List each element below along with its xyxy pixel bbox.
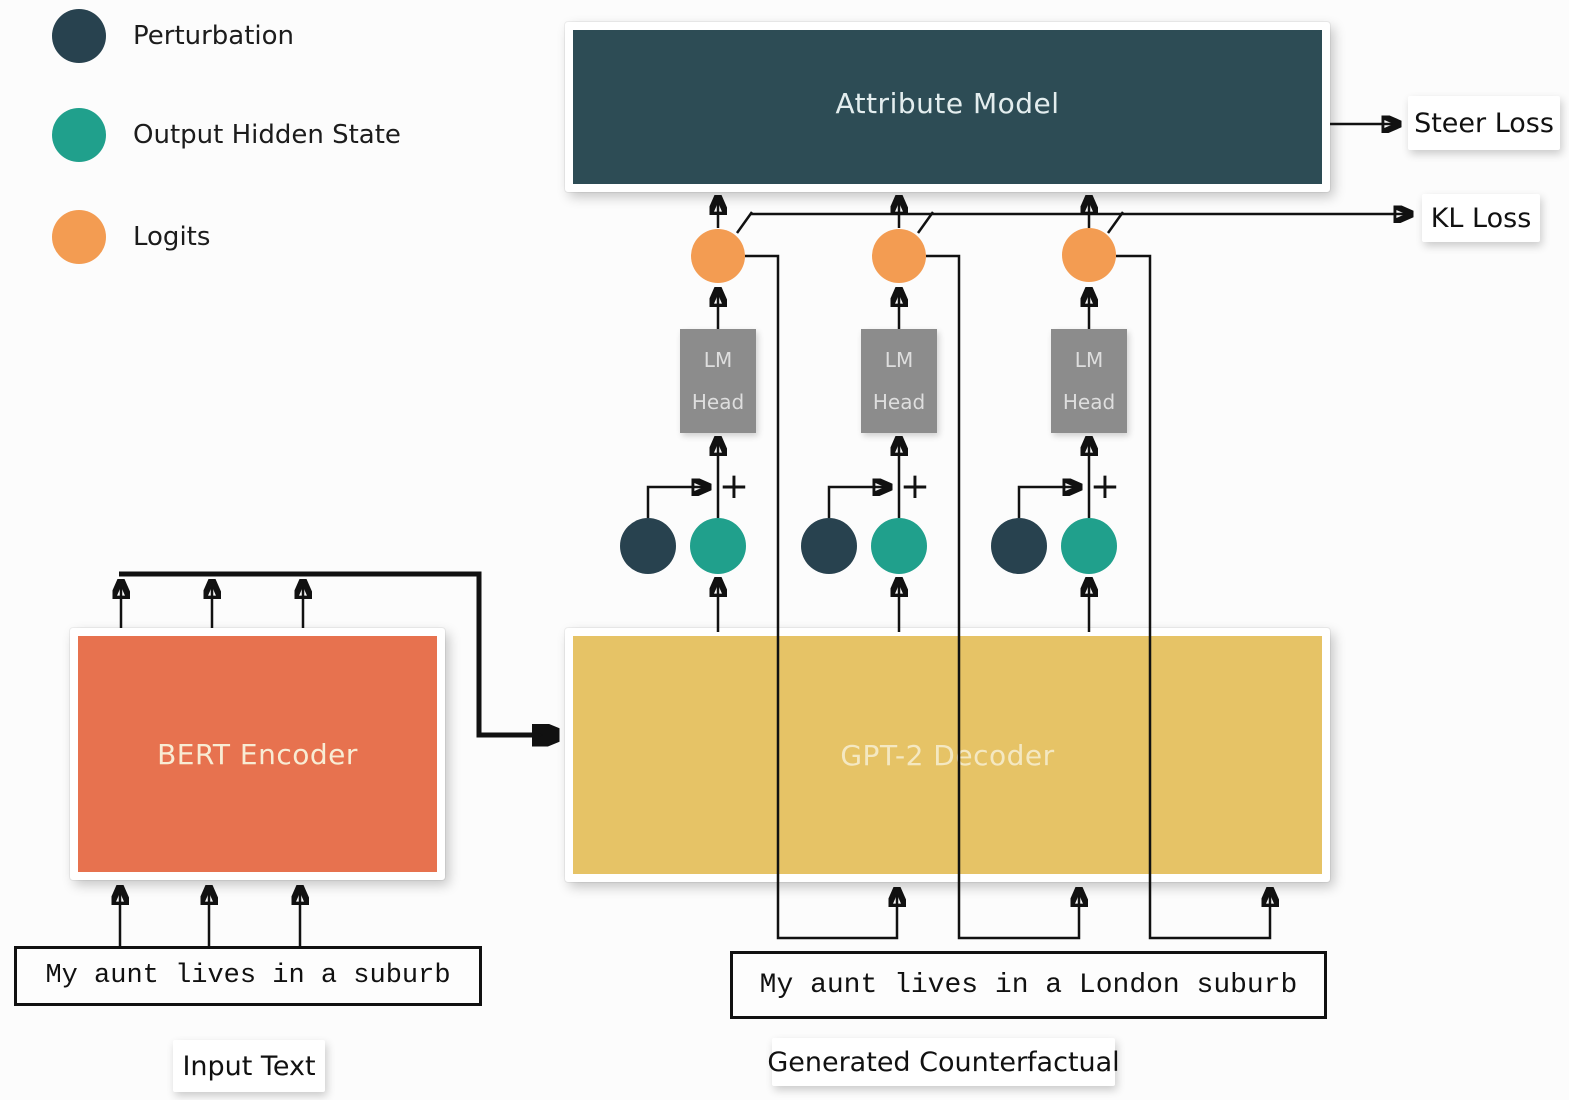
input-text-label: Input Text xyxy=(182,1050,316,1082)
attribute-model-title: Attribute Model xyxy=(835,86,1060,120)
perturbation-swatch-icon xyxy=(52,9,106,63)
gpt2-decoder-title: GPT-2 Decoder xyxy=(840,738,1055,772)
legend-label-perturbation: Perturbation xyxy=(133,21,295,51)
steer-loss-label: Steer Loss xyxy=(1414,107,1554,139)
lm-head-box-3: LM Head xyxy=(1051,329,1127,433)
tick-logits-to-kl-1 xyxy=(735,211,754,234)
plus-sign-1: + xyxy=(719,466,749,507)
output-hidden-state-circle-2 xyxy=(871,518,927,574)
plus-sign-3: + xyxy=(1090,466,1120,507)
output-hidden-state-swatch-icon xyxy=(52,108,106,162)
logits-circle-2 xyxy=(872,229,926,283)
lm-head-1-line2: Head xyxy=(691,390,745,414)
generated-counterfactual-label: Generated Counterfactual xyxy=(767,1046,1120,1078)
output-hidden-state-circle-3 xyxy=(1061,518,1117,574)
legend-label-output-hidden-state: Output Hidden State xyxy=(133,120,401,150)
lm-head-1-line1: LM xyxy=(703,348,733,372)
logits-circle-1 xyxy=(691,229,745,283)
generated-sentence-text: My aunt lives in a London suburb xyxy=(759,969,1298,1001)
input-sentence-box: My aunt lives in a suburb xyxy=(14,946,482,1006)
output-hidden-state-circle-1 xyxy=(690,518,746,574)
lm-head-2-line2: Head xyxy=(872,390,926,414)
tick-logits-to-kl-3 xyxy=(1106,211,1125,234)
kl-loss-label: KL Loss xyxy=(1430,202,1532,234)
generated-counterfactual-label-badge: Generated Counterfactual xyxy=(767,1038,1120,1086)
tick-logits-to-kl-2 xyxy=(916,211,935,234)
arrow-perturbation-add-2 xyxy=(827,487,891,518)
legend-label-logits: Logits xyxy=(133,222,211,252)
logits-circle-3 xyxy=(1062,228,1116,282)
input-sentence-text: My aunt lives in a suburb xyxy=(45,961,451,991)
steer-loss-badge: Steer Loss xyxy=(1408,96,1560,150)
input-text-label-badge: Input Text xyxy=(173,1040,325,1092)
plus-sign-2: + xyxy=(900,466,930,507)
legend: Perturbation Output Hidden State Logits xyxy=(0,0,460,280)
lm-head-2-line1: LM xyxy=(884,348,914,372)
arrow-perturbation-add-1 xyxy=(646,487,710,518)
generated-sentence-box: My aunt lives in a London suburb xyxy=(730,951,1327,1019)
lm-head-3-line1: LM xyxy=(1074,348,1104,372)
attribute-model-box: Attribute Model xyxy=(565,22,1330,192)
lm-head-box-1: LM Head xyxy=(680,329,756,433)
kl-loss-badge: KL Loss xyxy=(1422,194,1540,242)
perturbation-circle-1 xyxy=(620,518,676,574)
arrow-perturbation-add-3 xyxy=(1017,487,1081,518)
bert-encoder-box: BERT Encoder xyxy=(70,628,445,880)
gpt2-decoder-box: GPT-2 Decoder xyxy=(565,628,1330,882)
lm-head-3-line2: Head xyxy=(1062,390,1116,414)
perturbation-circle-3 xyxy=(991,518,1047,574)
logits-swatch-icon xyxy=(52,210,106,264)
lm-head-box-2: LM Head xyxy=(861,329,937,433)
bert-encoder-title: BERT Encoder xyxy=(157,737,358,771)
perturbation-circle-2 xyxy=(801,518,857,574)
